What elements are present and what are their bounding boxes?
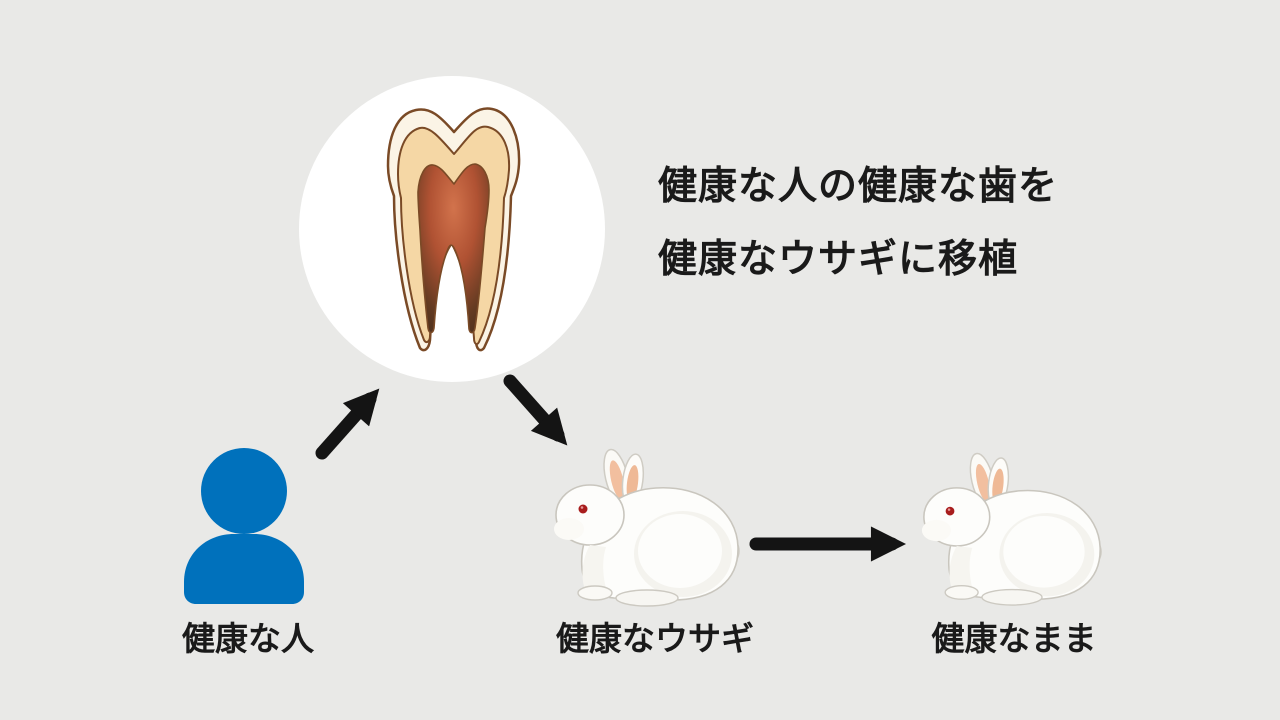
person-label: 健康な人 <box>182 620 314 657</box>
heading: 健康な人の健康な歯を 健康なウサギに移植 <box>658 150 1058 296</box>
arrow-person-to-tooth-icon <box>315 388 380 460</box>
rabbit-outcome-label: 健康なまま <box>931 620 1097 657</box>
heading-line-1: 健康な人の健康な歯を <box>658 165 1059 208</box>
tooth-cross-section-icon <box>386 107 521 352</box>
rabbit-icon <box>553 447 740 607</box>
rabbit-recipient-label: 健康なウサギ <box>556 620 754 657</box>
arrow-tooth-to-rabbit-icon <box>503 374 568 446</box>
person-icon <box>184 448 304 604</box>
heading-line-2: 健康なウサギに移植 <box>658 238 1019 281</box>
rabbit-icon <box>921 451 1102 606</box>
